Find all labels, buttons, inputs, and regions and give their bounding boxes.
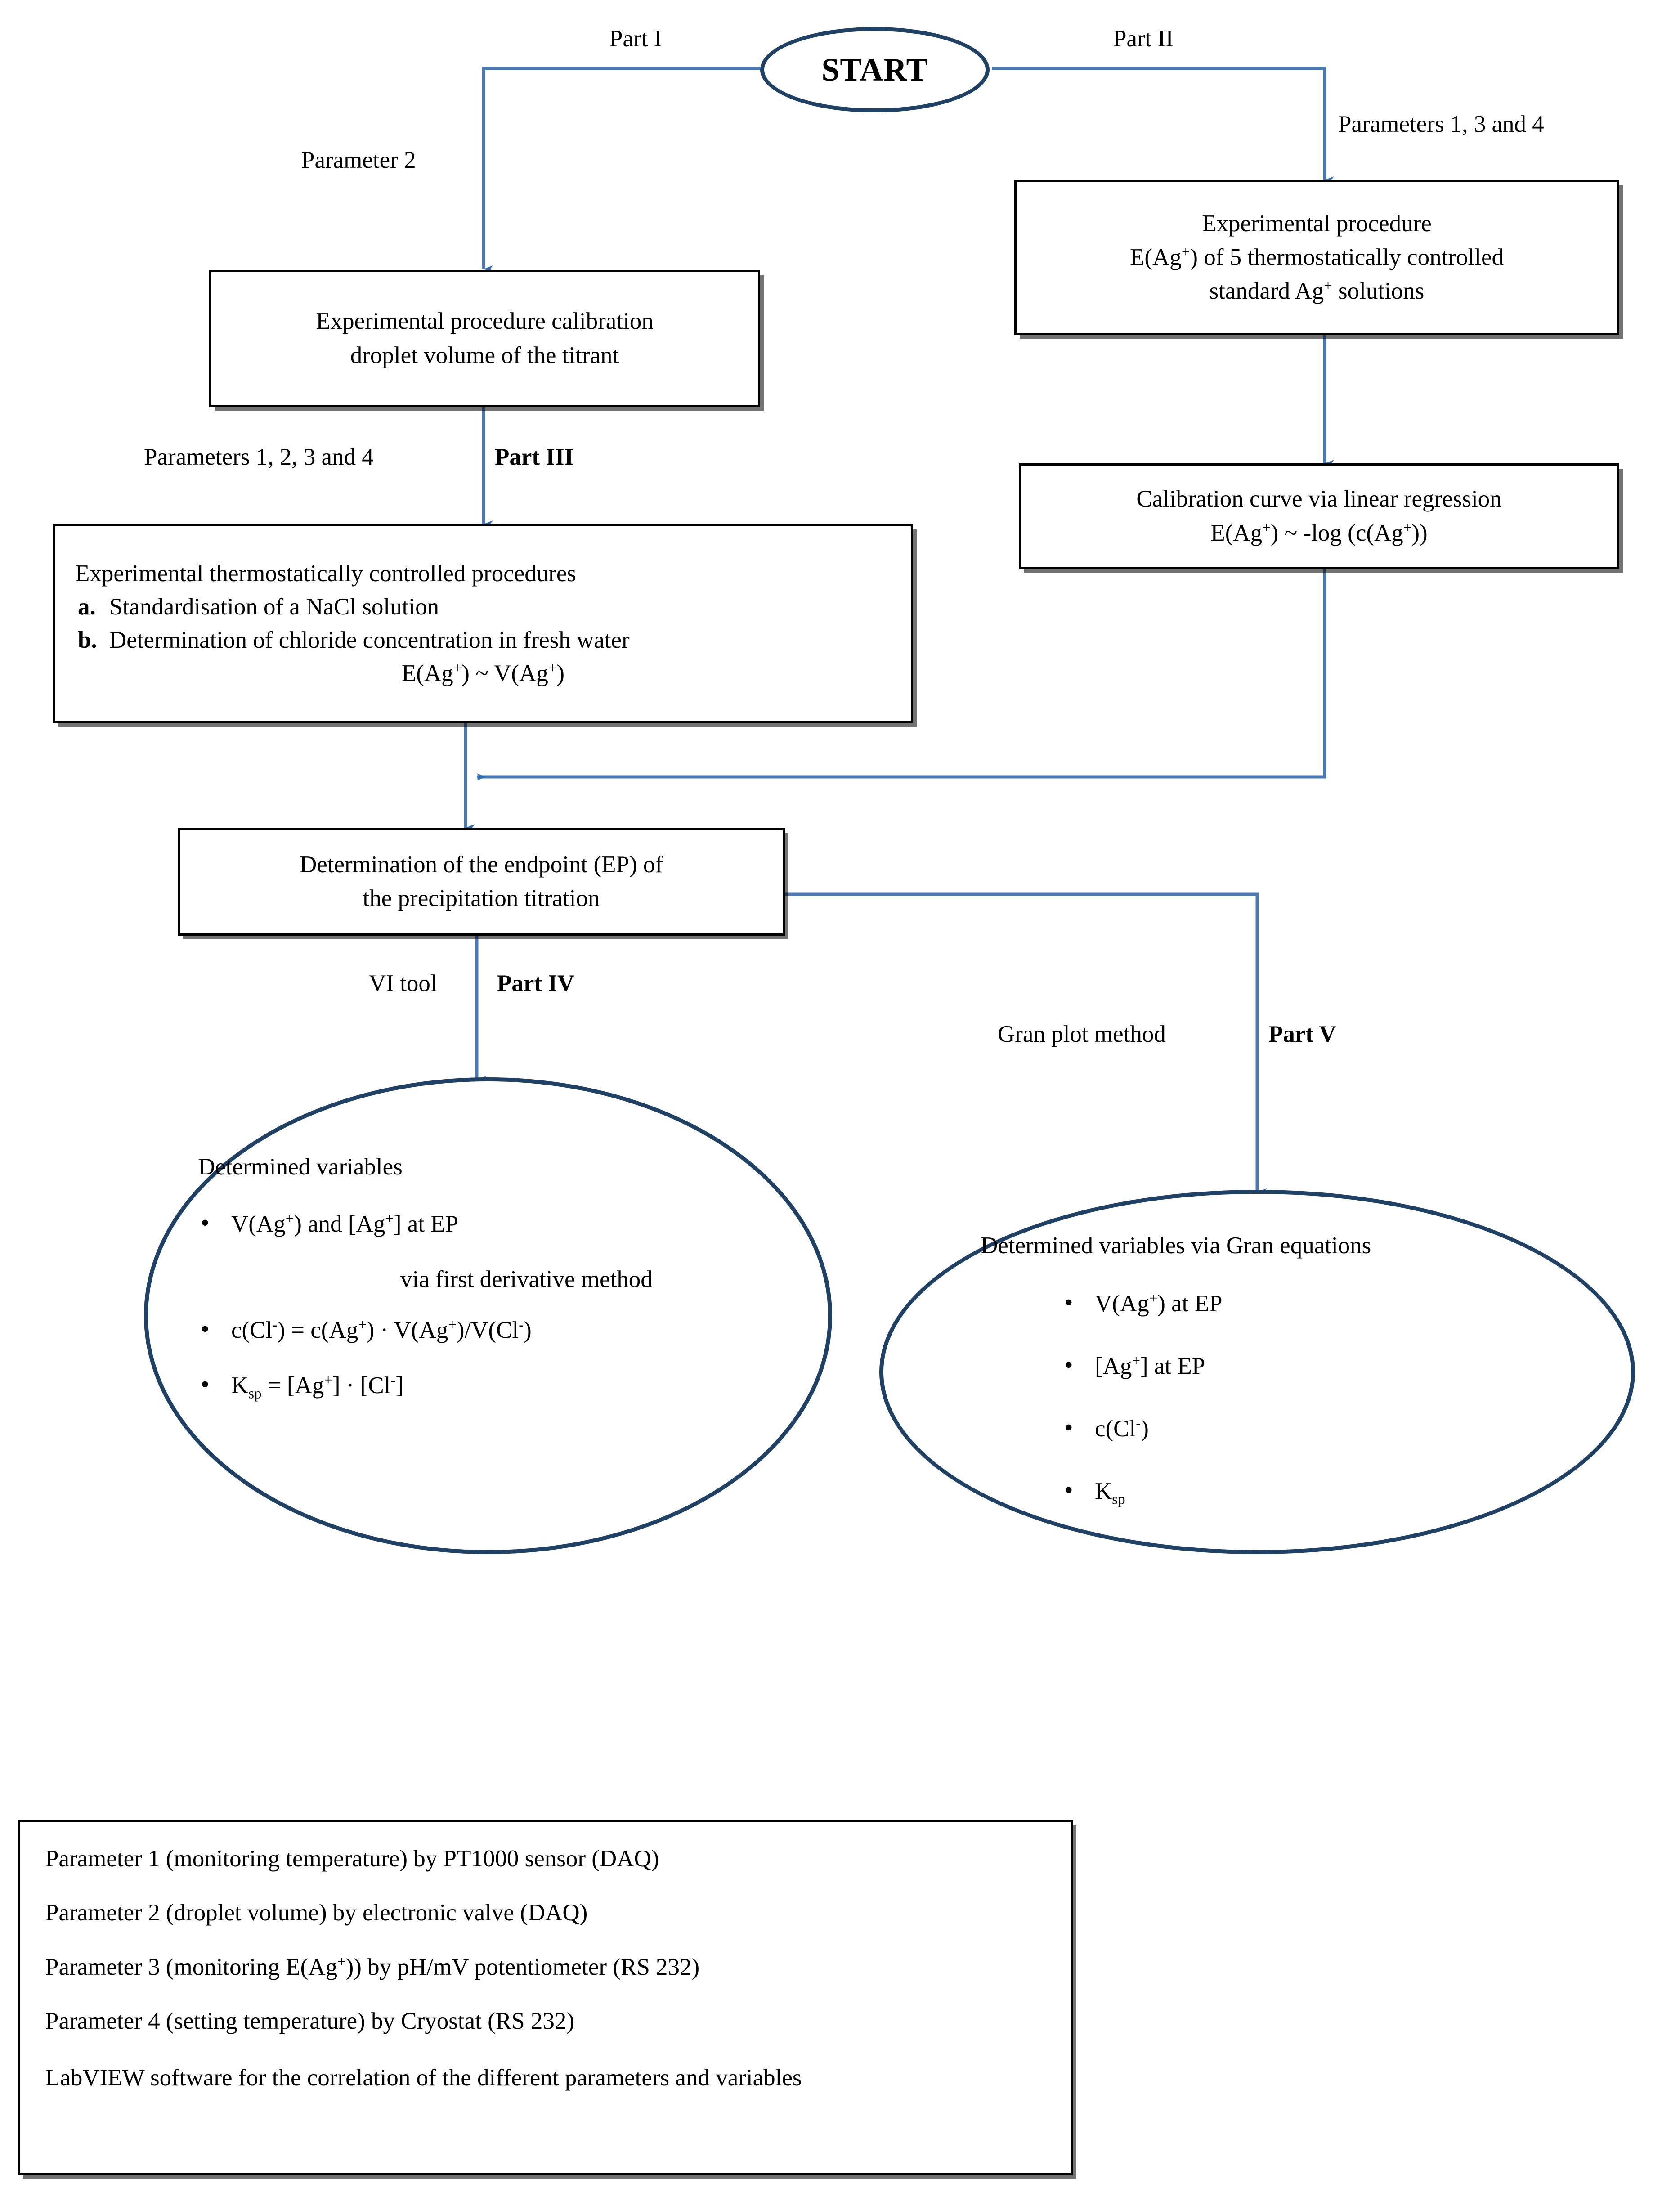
box-line: droplet volume of the titrant (350, 342, 619, 368)
edge-label-parameter-2: Parameter 2 (301, 147, 416, 173)
list-item: Ksp (1062, 1474, 1610, 1507)
list-item: [Ag+] at EP (1062, 1349, 1610, 1382)
ellipse-part-iv-content: Determined variables V(Ag+) and [Ag+] at… (198, 1152, 837, 1401)
edge-label-part-iv: Part IV (497, 970, 575, 996)
procedure-list: a. Standardisation of a NaCl solution b.… (75, 591, 891, 656)
box-formula: E(Ag+) ~ V(Ag+) (401, 659, 565, 686)
list-item: c(Cl-) = c(Ag+) · V(Ag+)/V(Cl-) (198, 1313, 837, 1346)
list-item: c(Cl-) (1062, 1412, 1610, 1444)
ellipse-part-v-content: Determined variables via Gran equations … (981, 1230, 1610, 1507)
legend-line: Parameter 1 (monitoring temperature) by … (45, 1846, 659, 1872)
box-endpoint-determination[interactable]: Determination of the endpoint (EP) of th… (178, 828, 785, 936)
box-title: Experimental thermostatically controlled… (75, 560, 577, 587)
box-line-formula: E(Ag+) ~ -log (c(Ag+)) (1210, 519, 1428, 546)
edge-label-parameters-1-2-3-4: Parameters 1, 2, 3 and 4 (144, 444, 374, 470)
legend-line-formula: Parameter 3 (monitoring E(Ag+)) by pH/mV… (45, 1953, 700, 1980)
edge-label-vi-tool: VI tool (369, 970, 437, 996)
list-marker: a. (78, 594, 96, 620)
edge-start-to-calibration (482, 67, 760, 273)
start-label: START (821, 51, 928, 88)
ellipse-title: Determined variables via Gran equations (981, 1233, 1371, 1259)
start-node[interactable]: START (760, 27, 990, 112)
edge-label-part-i: Part I (609, 26, 662, 52)
list-item: b. Determination of chloride concentrati… (75, 624, 891, 657)
edge-label-part-ii: Part II (1113, 26, 1174, 52)
list-item: V(Ag+) and [Ag+] at EP (198, 1207, 837, 1240)
box-line: Experimental procedure calibration (316, 308, 654, 335)
list-text: Standardisation of a NaCl solution (109, 594, 439, 620)
box-calibration-curve[interactable]: Calibration curve via linear regression … (1019, 463, 1619, 569)
list-item: V(Ag+) at EP (1062, 1287, 1610, 1319)
list-item-note: via first derivative method (400, 1266, 653, 1292)
edge-label-parameters-1-3-4: Parameters 1, 3 and 4 (1338, 111, 1544, 137)
box-line: the precipitation titration (363, 885, 600, 911)
edge-label-part-iii: Part III (495, 444, 574, 470)
edge-start-to-standards (992, 67, 1334, 184)
box-experimental-procedure-standards[interactable]: Experimental procedure E(Ag+) of 5 therm… (1014, 180, 1619, 335)
legend-parameters-box[interactable]: Parameter 1 (monitoring temperature) by … (18, 1820, 1073, 2175)
box-line: Determination of the endpoint (EP) of (299, 851, 663, 878)
legend-line: Parameter 4 (setting temperature) by Cry… (45, 2008, 574, 2034)
legend-line: Parameter 2 (droplet volume) by electron… (45, 1900, 588, 1926)
box-line-formula: standard Ag+ solutions (1209, 278, 1425, 305)
edge-label-gran-plot-method: Gran plot method (998, 1021, 1166, 1047)
list-marker: b. (78, 627, 97, 653)
box-line: Calibration curve via linear regression (1136, 486, 1502, 512)
gran-variables-list: V(Ag+) at EP [Ag+] at EP c(Cl-) Ksp (1062, 1287, 1610, 1507)
legend-line-software: LabVIEW software for the correlation of … (45, 2065, 802, 2091)
list-text: Determination of chloride concentration … (109, 627, 630, 653)
determined-variables-list: V(Ag+) and [Ag+] at EP via first derivat… (198, 1207, 837, 1401)
box-line-formula: E(Ag+) of 5 thermostatically controlled (1130, 244, 1504, 270)
box-line: Experimental procedure (1202, 210, 1432, 237)
box-thermostatic-procedures[interactable]: Experimental thermostatically controlled… (53, 524, 913, 723)
edge-label-part-v: Part V (1268, 1021, 1336, 1047)
list-item: Ksp = [Ag+] · [Cl-] (198, 1368, 837, 1401)
ellipse-title: Determined variables (198, 1154, 403, 1180)
box-calibration-droplet-volume[interactable]: Experimental procedure calibration dropl… (209, 270, 760, 407)
list-item: a. Standardisation of a NaCl solution (75, 591, 891, 623)
